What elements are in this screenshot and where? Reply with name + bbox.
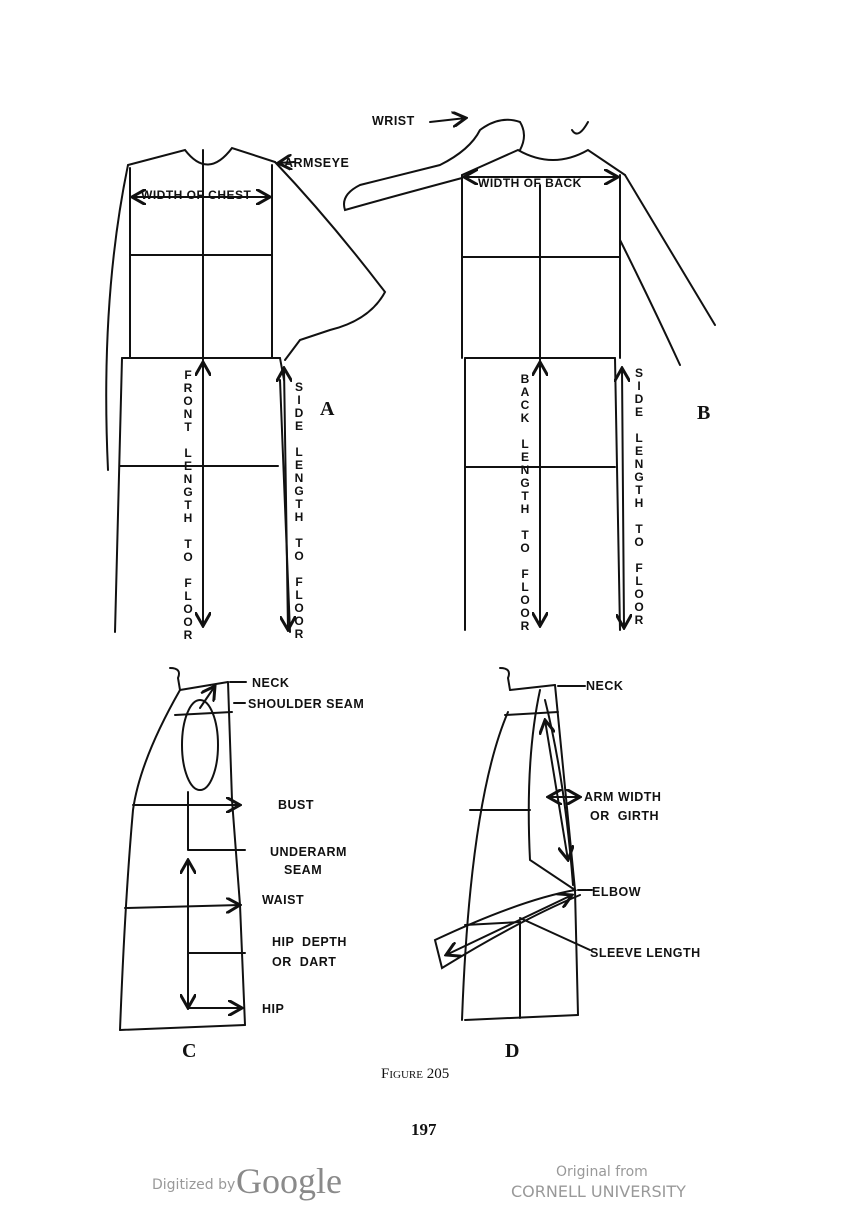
figure-d-letter: D	[505, 1040, 520, 1062]
original-from-text: Original from	[556, 1164, 648, 1180]
label-back-length-to-floor: BACK LENGTH TO FLOOR	[518, 372, 532, 632]
label-hip-depth-line1: HIP DEPTH	[272, 935, 347, 949]
figure-c-bodice-side	[119, 667, 247, 1031]
label-wrist: WRIST	[372, 114, 415, 128]
label-front-length-to-floor: FRONT LENGTH TO FLOOR	[181, 368, 195, 641]
label-neck-c: NECK	[252, 676, 290, 690]
page-number: 197	[411, 1120, 437, 1139]
label-arm-width-line2: OR GIRTH	[590, 809, 660, 823]
label-sleeve-length: SLEEVE LENGTH	[590, 946, 701, 960]
label-hip: HIP	[262, 1002, 285, 1016]
figure-c-letter: C	[182, 1040, 197, 1062]
label-waist: WAIST	[262, 893, 305, 907]
label-elbow: ELBOW	[592, 885, 642, 899]
label-underarm-seam-line1: UNDERARM	[270, 845, 347, 859]
label-width-of-back: WIDTH OF BACK	[478, 176, 582, 190]
google-logo: Google	[236, 1161, 342, 1201]
label-bust: BUST	[278, 798, 315, 812]
digitized-by-text: Digitized by	[152, 1177, 236, 1193]
label-arm-width-line1: ARM WIDTH	[584, 790, 662, 804]
figure-a-front-view	[105, 146, 387, 633]
label-armseye: ARMSEYE	[284, 156, 350, 170]
label-underarm-seam-line2: SEAM	[284, 863, 323, 877]
figure-a-letter: A	[320, 398, 335, 420]
label-neck-d: NECK	[586, 679, 624, 693]
figure-caption: Figure 205	[381, 1066, 450, 1082]
label-shoulder-seam: SHOULDER SEAM	[248, 697, 365, 711]
label-side-length-to-floor-a: SIDE LENGTH TO FLOOR	[292, 380, 306, 640]
institution-name: CORNELL UNIVERSITY	[511, 1182, 686, 1201]
label-hip-depth-line2: OR DART	[272, 955, 337, 969]
figure-b-letter: B	[697, 402, 711, 424]
label-width-of-chest: WIDTH OF CHEST	[141, 188, 252, 202]
label-side-length-to-floor-b: SIDE LENGTH TO FLOOR	[632, 366, 646, 626]
figure-d-sleeve-side	[433, 667, 593, 1021]
figure-b-back-view	[343, 118, 716, 631]
